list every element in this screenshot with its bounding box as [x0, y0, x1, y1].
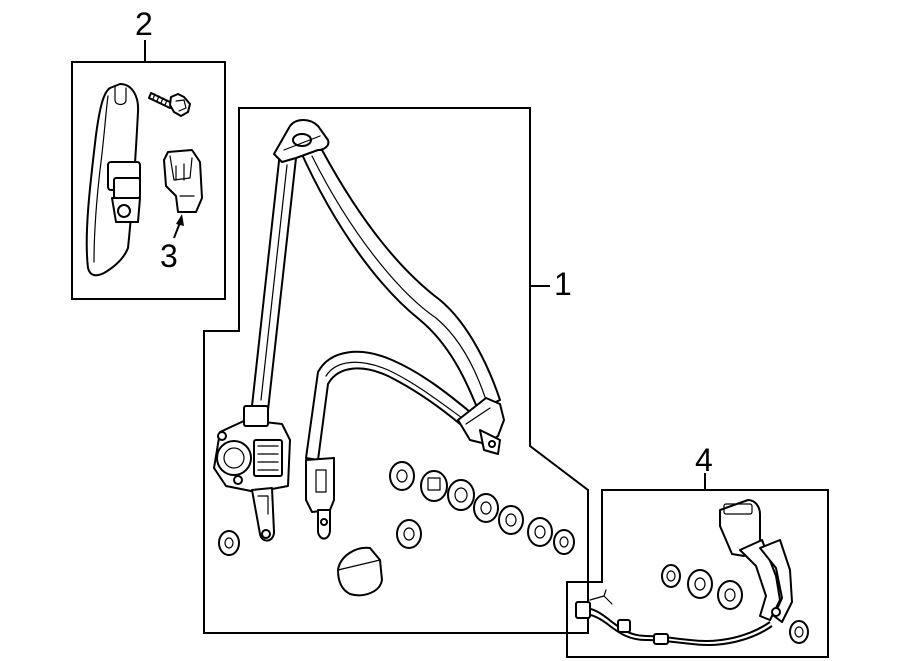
washer	[218, 530, 240, 556]
anchor-cover-cap	[337, 546, 383, 597]
d-ring-anchor	[273, 119, 330, 163]
callout-4: 4	[695, 442, 713, 478]
washer	[789, 620, 809, 644]
anchor-nut	[553, 529, 575, 555]
shoulder-belt-guide	[457, 397, 505, 455]
callout-1: 1	[554, 266, 572, 302]
callout-2: 2	[135, 6, 153, 42]
trim-clip	[163, 149, 203, 213]
anchor-nut	[447, 479, 475, 511]
part-4-outline	[566, 489, 829, 658]
anchor-nut	[473, 493, 499, 523]
buckle-washers	[661, 564, 809, 644]
anchor-nut	[527, 517, 553, 547]
pillar-trim-cover	[85, 83, 141, 277]
washer	[687, 569, 713, 599]
anchor-nut	[498, 505, 524, 535]
callout-3: 3	[160, 238, 178, 274]
callout-3-arrowhead	[176, 214, 184, 226]
anchor-nut	[420, 470, 448, 502]
washer	[661, 564, 681, 588]
mounting-bolt	[148, 92, 191, 117]
lap-belt	[305, 350, 471, 461]
anchor-nut	[396, 519, 422, 549]
anchor-nut	[389, 461, 415, 491]
anchor-nuts	[389, 461, 575, 555]
washer	[717, 580, 743, 610]
retractor	[213, 405, 291, 542]
part-1-outline	[203, 107, 589, 634]
buckle-assembly	[575, 499, 793, 647]
latch-plate	[305, 457, 335, 540]
part-2-box	[71, 61, 226, 300]
